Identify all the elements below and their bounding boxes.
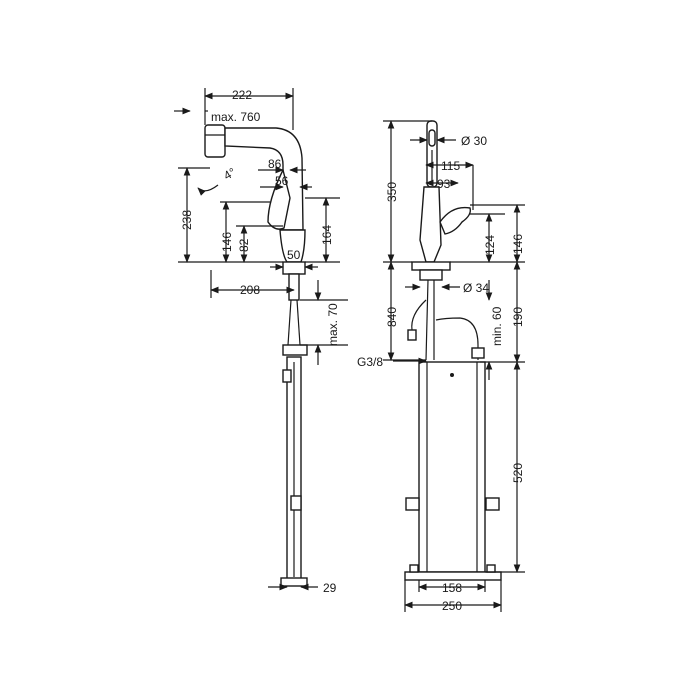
front-faucet-body: [404, 120, 502, 581]
dim-dia-base: Ø 34: [463, 281, 489, 295]
dim-height-124: 124: [483, 235, 497, 255]
dim-thread: G3/8: [357, 355, 383, 369]
dim-width-158: 158: [442, 581, 462, 595]
dim-base-dia: 50: [287, 248, 301, 262]
dim-height-190: 190: [511, 307, 525, 327]
dim-height-146: 146: [511, 234, 525, 254]
dim-top-width: 222: [232, 88, 252, 102]
dim-width-250: 250: [442, 599, 462, 613]
dim-min-60: min. 60: [490, 306, 504, 346]
dim-height-lever: 146: [220, 232, 234, 252]
side-view: 222 max. 760 4° 86 56 238 146 82 16: [174, 88, 348, 595]
front-view: Ø 30 115 93 350 124 146 Ø 34 840: [357, 120, 525, 613]
dim-depth: 208: [240, 283, 260, 297]
dim-height-350: 350: [385, 182, 399, 202]
dim-width-93: 93: [437, 177, 451, 191]
dim-box-width: 29: [323, 581, 337, 595]
dim-height-82: 82: [237, 238, 251, 252]
dim-height-total: 238: [180, 210, 194, 230]
dim-dia-top: Ø 30: [461, 134, 487, 148]
dim-width-115: 115: [441, 159, 460, 173]
dim-hose-max: max. 70: [326, 303, 340, 346]
dim-spout-offset: 86: [268, 157, 282, 171]
dim-swivel-angle: 4°: [221, 165, 238, 183]
dim-lever-offset: 56: [275, 174, 289, 188]
dim-height-164: 164: [320, 225, 334, 245]
dim-extension: max. 760: [211, 110, 261, 124]
dim-hose-840: 840: [385, 307, 399, 327]
dim-height-520: 520: [511, 463, 525, 483]
side-faucet-body: [204, 124, 308, 587]
